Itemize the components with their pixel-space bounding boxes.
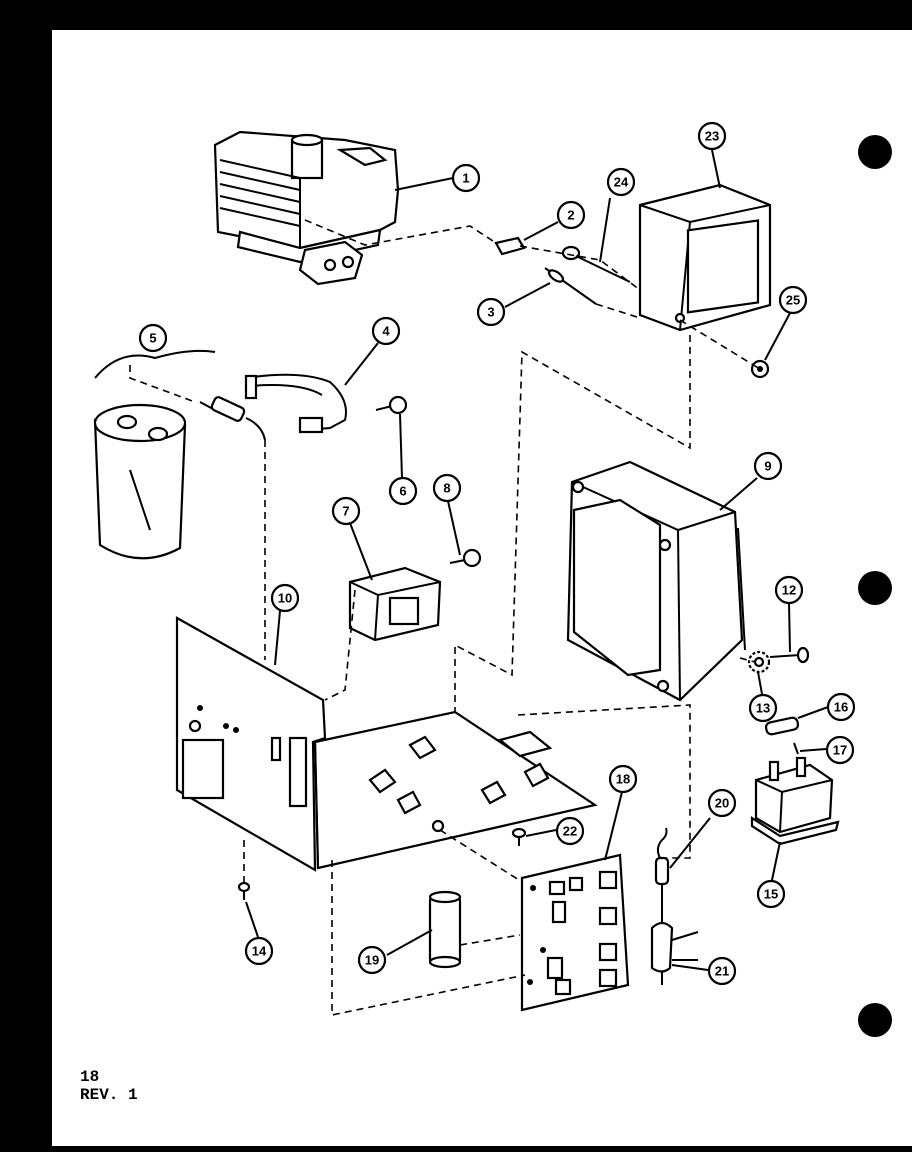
binder-hole-bottom: [858, 1003, 892, 1037]
svg-text:15: 15: [764, 887, 778, 902]
callout-17: 17: [825, 735, 855, 765]
callout-20: 20: [707, 788, 737, 818]
callout-21: 21: [707, 956, 737, 986]
svg-text:14: 14: [252, 944, 267, 959]
svg-text:6: 6: [399, 484, 406, 499]
callout-12: 12: [774, 575, 804, 605]
svg-text:5: 5: [149, 331, 156, 346]
connector-21-part: [650, 921, 699, 985]
screw-6-part: [375, 395, 408, 415]
callout-13: 13: [748, 693, 778, 723]
svg-text:3: 3: [487, 305, 494, 320]
bolt-24-part: [561, 245, 631, 283]
svg-text:16: 16: [834, 700, 848, 715]
svg-text:22: 22: [563, 824, 577, 839]
callout-16: 16: [826, 692, 856, 722]
probe-part: [544, 267, 597, 305]
callout-5: 5: [138, 323, 168, 353]
revision-label: REV. 1: [80, 1086, 138, 1104]
svg-text:19: 19: [365, 953, 379, 968]
callout-9: 9: [753, 451, 783, 481]
screw-14-part: [237, 881, 251, 900]
callout-6: 6: [388, 476, 418, 506]
nut-25-part: [750, 359, 770, 379]
callout-1: 1: [451, 163, 481, 193]
clip-17-part: [793, 742, 799, 755]
bracket-4-part: [244, 373, 347, 434]
diode-part: [199, 396, 266, 441]
thermal-cutout-20-part: [654, 827, 670, 925]
svg-text:13: 13: [756, 701, 770, 716]
callout-14: 14: [244, 936, 274, 966]
transformer-23-part: [638, 183, 772, 332]
screw-22-part: [511, 827, 527, 846]
capacitor-part: [93, 349, 216, 560]
svg-text:8: 8: [443, 481, 450, 496]
leader-lines: [245, 149, 829, 971]
callout-23: 23: [697, 121, 727, 151]
svg-text:21: 21: [715, 964, 729, 979]
svg-text:17: 17: [833, 743, 847, 758]
callout-4: 4: [371, 316, 401, 346]
relay-7-part: [348, 566, 442, 642]
screw-12-part: [769, 646, 810, 664]
screw-8-part: [449, 548, 482, 568]
fuse-16-part: [764, 716, 800, 736]
transformer-9-part: [566, 460, 746, 702]
svg-text:25: 25: [786, 293, 800, 308]
callout-25: 25: [778, 285, 808, 315]
svg-text:7: 7: [342, 504, 349, 519]
fuse-holder-15-part: [750, 756, 840, 846]
svg-text:9: 9: [764, 459, 771, 474]
svg-text:12: 12: [782, 583, 796, 598]
svg-text:4: 4: [382, 324, 390, 339]
magnetron-part: [213, 130, 400, 286]
assembly-dashed-lines: [129, 219, 761, 1016]
callout-19: 19: [357, 945, 387, 975]
callout-15: 15: [756, 879, 786, 909]
chassis-10-part: [175, 616, 598, 872]
callout-8: 8: [432, 473, 462, 503]
page-number: 18: [80, 1068, 100, 1086]
svg-text:2: 2: [567, 208, 574, 223]
callout-3: 3: [476, 297, 506, 327]
fuse-19-part: [428, 890, 462, 969]
binder-hole-top: [858, 135, 892, 169]
svg-text:10: 10: [278, 591, 292, 606]
callout-22: 22: [555, 816, 585, 846]
callout-24: 24: [606, 167, 636, 197]
callout-7: 7: [331, 496, 361, 526]
circuit-board-18-part: [520, 853, 630, 1012]
connector-part: [494, 236, 526, 256]
svg-text:23: 23: [705, 129, 719, 144]
svg-text:20: 20: [715, 796, 729, 811]
svg-text:1: 1: [462, 171, 469, 186]
callout-10: 10: [270, 583, 300, 613]
binder-hole-middle: [858, 571, 892, 605]
callout-2: 2: [556, 200, 586, 230]
svg-text:24: 24: [614, 175, 629, 190]
svg-text:18: 18: [616, 772, 630, 787]
callout-18: 18: [608, 764, 638, 794]
